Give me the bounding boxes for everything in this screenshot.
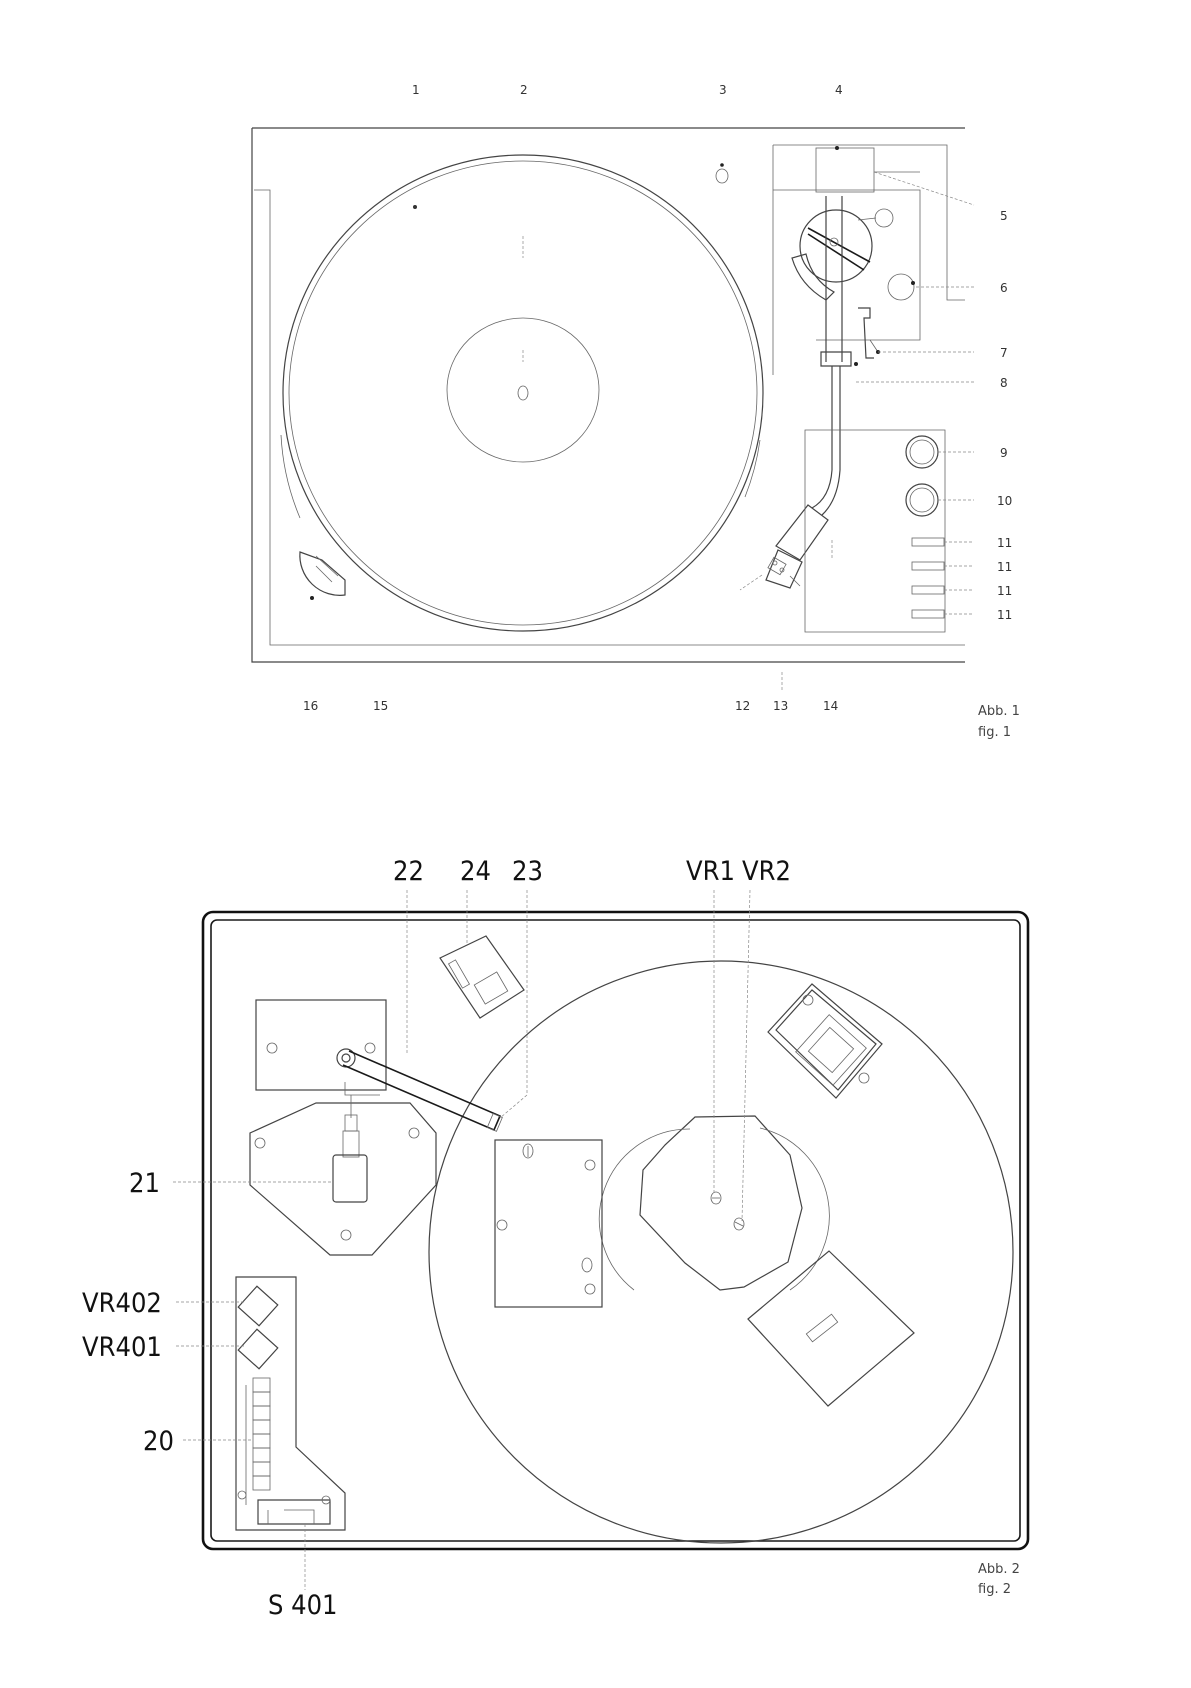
callout-2: 2 (520, 83, 528, 97)
anti-skate-knob (888, 274, 914, 300)
record-label-area (447, 318, 599, 462)
callout-23: 23 (512, 856, 543, 887)
callout-3: 3 (719, 83, 727, 97)
top-knob-3 (716, 163, 728, 183)
callout-24: 24 (460, 856, 491, 887)
switch-s401 (258, 1500, 330, 1524)
callout-10: 10 (997, 494, 1012, 508)
component-21 (333, 1155, 367, 1202)
callout-9: 9 (1000, 446, 1008, 460)
pcb-center-left (495, 1140, 602, 1307)
platter (281, 155, 763, 631)
callout-13: 13 (773, 699, 788, 713)
callout-12: 12 (735, 699, 750, 713)
tonearm-pivot (800, 210, 872, 282)
figure-1-top-view: 1 2 3 4 5 6 7 8 9 10 11 11 11 11 16 15 1… (252, 83, 1020, 740)
control-knob-10 (906, 484, 938, 516)
callout-4: 4 (835, 83, 843, 97)
callout-11-c: 11 (997, 584, 1012, 598)
callout-15: 15 (373, 699, 388, 713)
figure-2-caption-de: Abb. 2 (978, 1562, 1020, 1577)
callout-11-a: 11 (997, 536, 1012, 550)
callout-20: 20 (143, 1426, 174, 1457)
callout-vr1: VR1 (686, 856, 735, 887)
transformer (768, 984, 882, 1098)
potentiometer-vr401 (238, 1329, 278, 1369)
turntable-plinth (252, 128, 965, 662)
callout-8: 8 (1000, 376, 1008, 390)
figure-1-caption-en: fig. 1 (978, 725, 1011, 740)
figure-2-caption-en: fig. 2 (978, 1582, 1011, 1597)
bracket-16 (300, 552, 345, 600)
callout-14: 14 (823, 699, 838, 713)
callout-vr401: VR401 (82, 1332, 162, 1363)
spindle (518, 386, 528, 400)
anti-skate-weight (875, 209, 893, 227)
chassis-frame (203, 912, 1028, 1549)
switch-11-a (912, 538, 944, 546)
potentiometer-vr402 (238, 1286, 278, 1326)
callout-7: 7 (1000, 346, 1008, 360)
switch-11-d (912, 610, 944, 618)
headshell-cartridge (740, 505, 828, 590)
switch-board (236, 1277, 345, 1530)
callout-1: 1 (412, 83, 420, 97)
figure-2-bottom-view: 22 24 23 VR1 VR2 21 VR402 VR401 20 S 401… (82, 856, 1028, 1621)
control-knob-9 (906, 436, 938, 468)
callout-6: 6 (1000, 281, 1008, 295)
hex-plate (250, 1095, 436, 1255)
callout-11-b: 11 (997, 560, 1012, 574)
counterweight (816, 148, 874, 192)
component-24 (440, 936, 524, 1018)
callout-5: 5 (1000, 209, 1008, 223)
callout-21: 21 (129, 1168, 160, 1199)
figure-1-caption-de: Abb. 1 (978, 704, 1020, 719)
switch-11-c (912, 586, 944, 594)
callout-vr2: VR2 (742, 856, 791, 887)
callout-22: 22 (393, 856, 424, 887)
lower-right-module (748, 1251, 914, 1406)
platter-underside (429, 961, 1013, 1543)
connector-20 (246, 1378, 270, 1505)
callout-vr402: VR402 (82, 1288, 162, 1319)
control-panel (805, 430, 945, 632)
callout-16: 16 (303, 699, 318, 713)
switch-11-b (912, 562, 944, 570)
callout-s401: S 401 (268, 1590, 338, 1621)
callout-11-d: 11 (997, 608, 1012, 622)
